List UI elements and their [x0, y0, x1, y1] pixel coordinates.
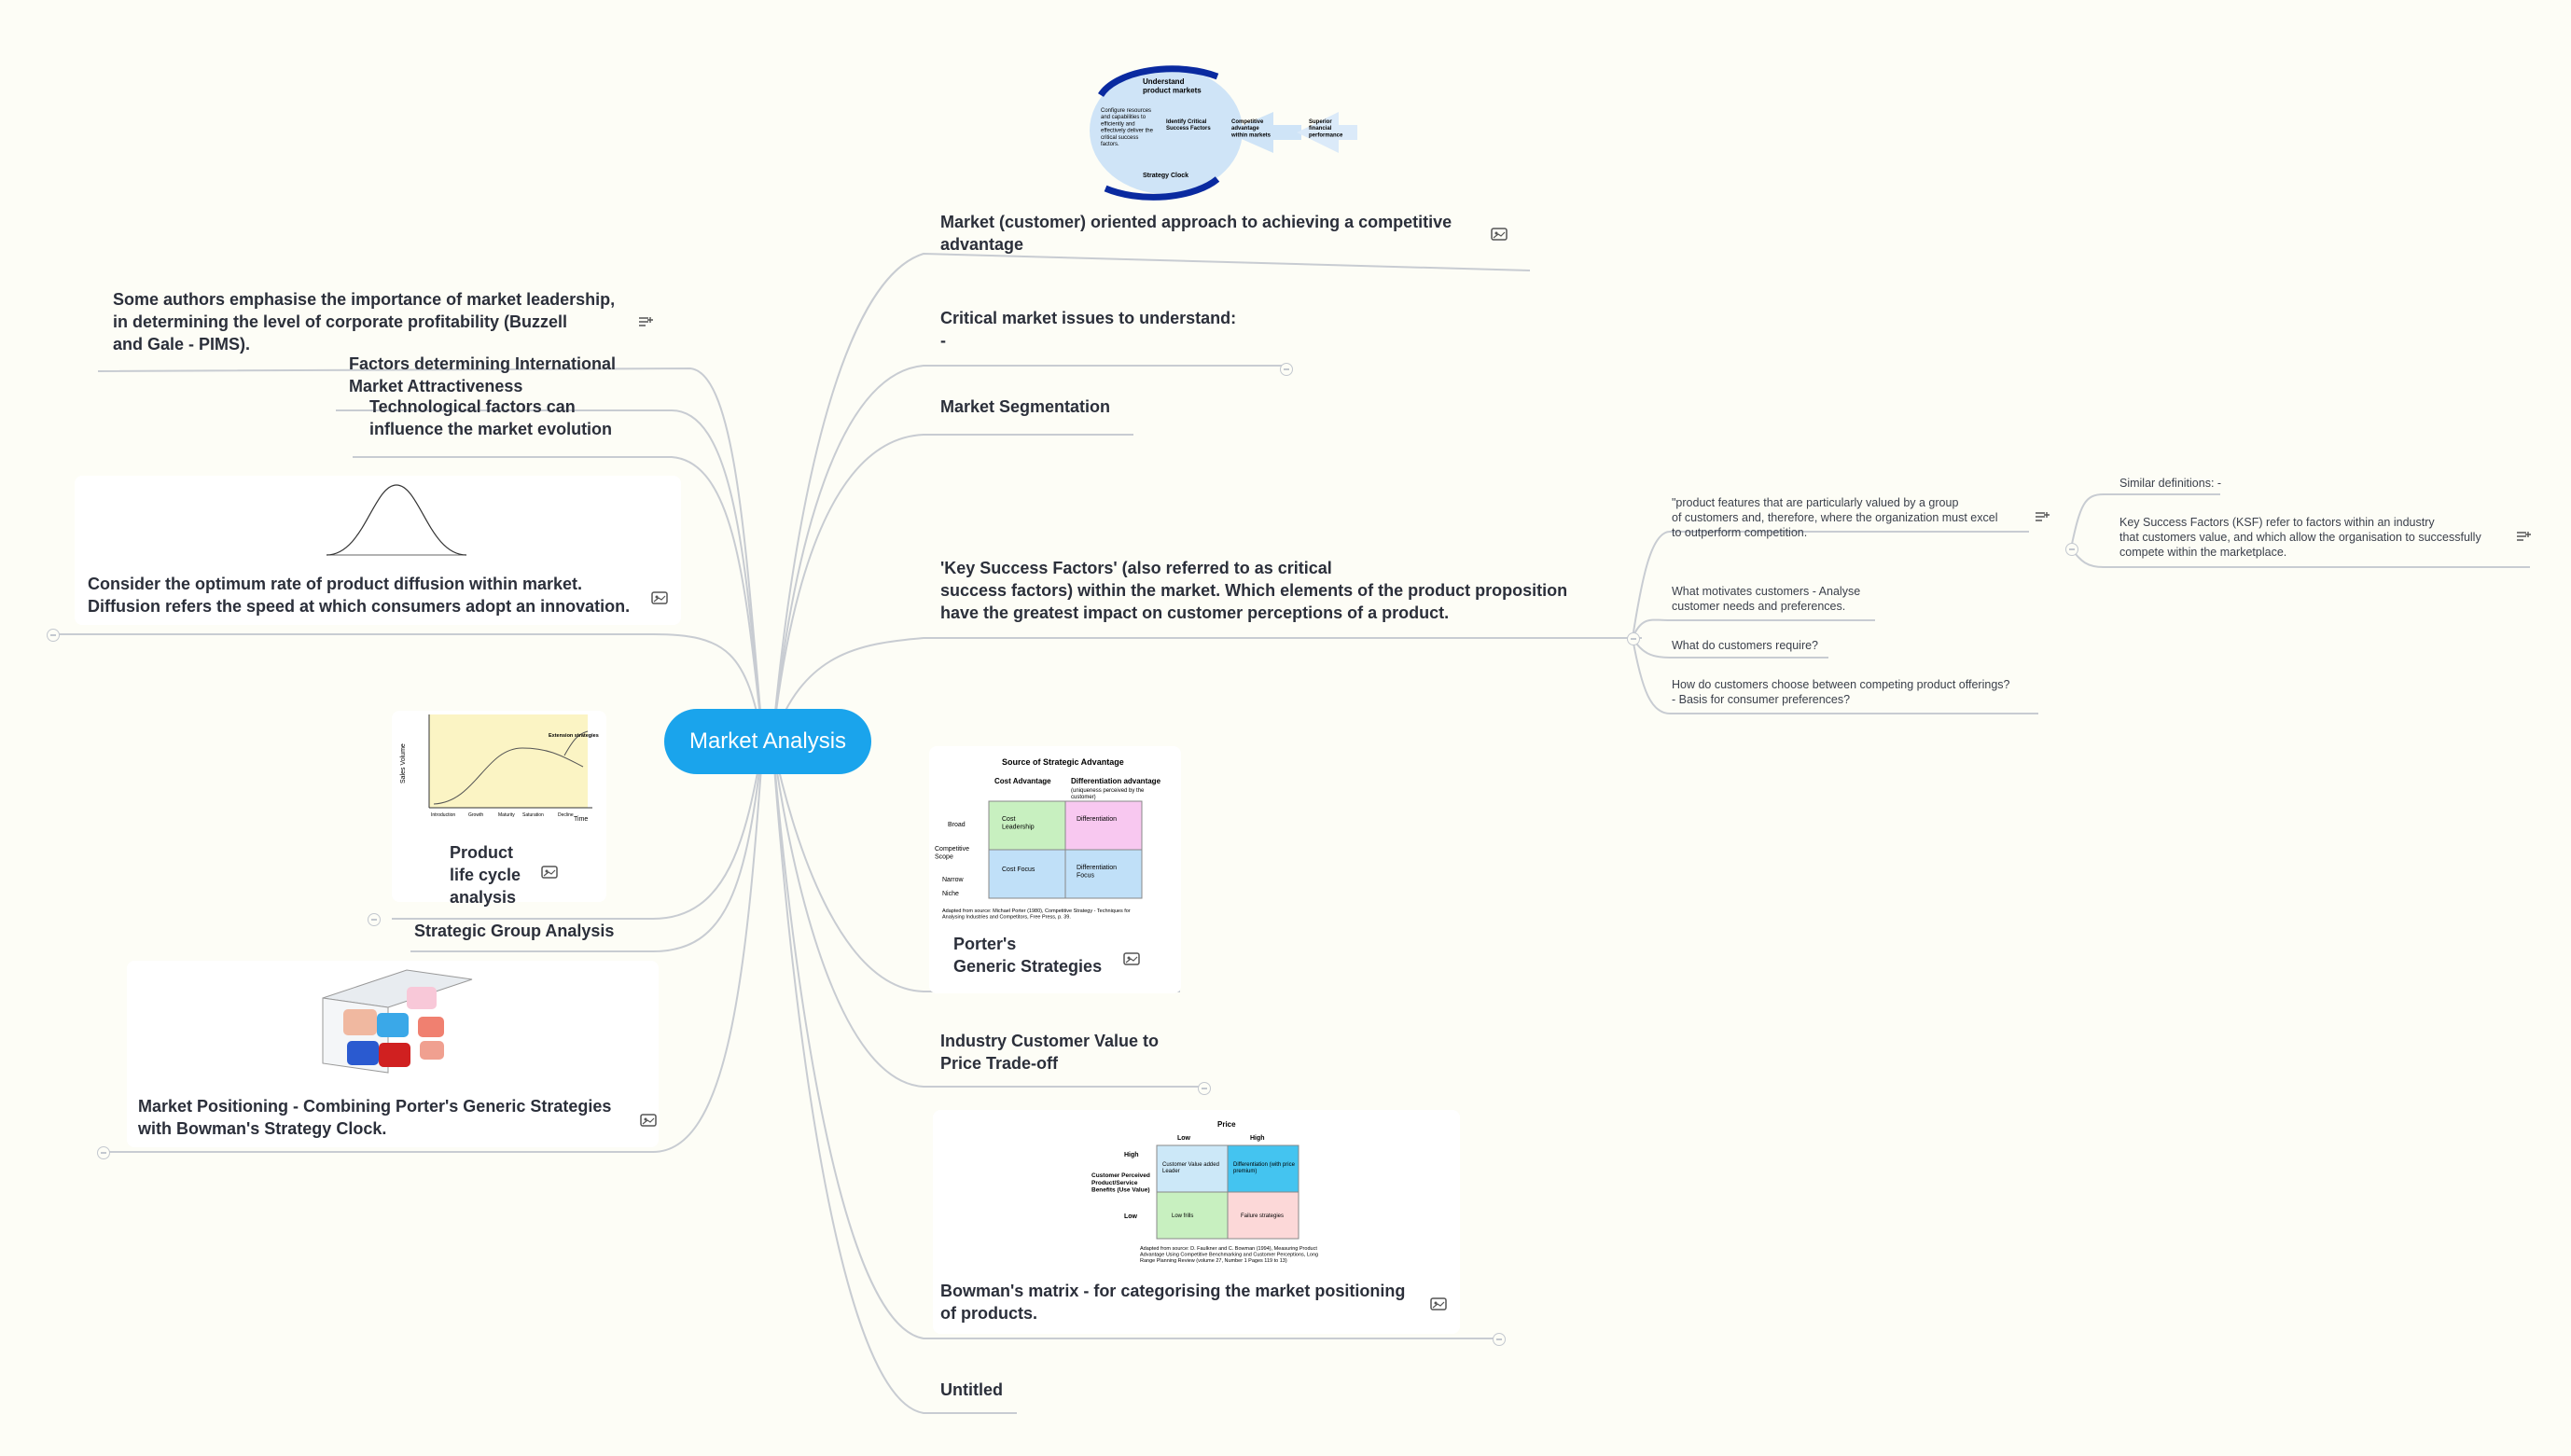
strategic-group-topic[interactable]: Strategic Group Analysis: [414, 922, 615, 940]
plc-xlabel: Time: [574, 816, 588, 823]
bowman-source: Adapted from source: D. Faulkner and C. …: [1140, 1246, 1318, 1264]
plc-image[interactable]: Extension strategies Sales Volume Time I…: [392, 711, 606, 907]
collapse-toggle[interactable]: [47, 629, 60, 642]
market-segmentation-topic[interactable]: Market Segmentation: [940, 397, 1111, 416]
ksf-alt-definition-note[interactable]: Key Success Factors (KSF) refer to facto…: [2119, 516, 2481, 559]
porter-image[interactable]: Source of Strategic Advantage Cost Advan…: [929, 746, 1181, 993]
plc-chart: Extension strategies Sales Volume Time I…: [400, 714, 599, 823]
note-icon[interactable]: [637, 315, 654, 328]
plc-stage-decline: Decline: [558, 812, 574, 818]
porter-differentiation: Differentiation: [1077, 816, 1117, 823]
central-topic-label: Market Analysis: [688, 728, 847, 754]
positioning-image[interactable]: Market Positioning - Combining Porter's …: [127, 961, 659, 1147]
similar-definitions-note[interactable]: Similar definitions: -: [2119, 477, 2222, 490]
image-icon[interactable]: [1491, 228, 1508, 241]
porter-topic[interactable]: Porter's Generic Strategies: [953, 935, 1103, 976]
plc-stage-growth: Growth: [468, 812, 483, 818]
untitled-topic[interactable]: Untitled: [940, 1380, 1003, 1399]
central-topic[interactable]: Market Analysis: [664, 709, 871, 774]
industry-value-topic[interactable]: Industry Customer Value to Price Trade-o…: [940, 1032, 1160, 1073]
critical-issues-topic[interactable]: Critical market issues to understand: -: [940, 309, 1237, 350]
ksf-require-note[interactable]: What do customers require?: [1672, 639, 1819, 652]
plc-stage-maturity: Maturity: [498, 812, 515, 818]
image-icon[interactable]: [541, 866, 558, 879]
diffusion-curve: [326, 484, 467, 556]
collapse-toggle[interactable]: [1493, 1333, 1506, 1346]
ksf-choose-note[interactable]: How do customers choose between competin…: [1672, 678, 2010, 706]
bowman-q3: Low frills: [1172, 1213, 1193, 1219]
image-icon[interactable]: [651, 591, 668, 604]
collapse-toggle[interactable]: [1627, 632, 1640, 645]
market-leadership-topic[interactable]: Some authors emphasise the importance of…: [113, 290, 616, 354]
technological-factors-topic[interactable]: Technological factors can influence the …: [369, 397, 613, 438]
plc-extension: Extension strategies: [549, 733, 599, 739]
porter-cost-advantage: Cost Advantage: [994, 777, 1051, 785]
collapse-toggle[interactable]: [368, 913, 381, 926]
positioning-cube: [322, 969, 473, 1074]
porter-title: Source of Strategic Advantage: [1002, 757, 1124, 767]
note-icon[interactable]: [2034, 510, 2050, 523]
bowman-low-col: Low: [1177, 1135, 1191, 1142]
bowman-price: Price: [1217, 1120, 1236, 1129]
bowman-high-col: High: [1250, 1135, 1265, 1142]
porter-narrow: Narrow: [942, 877, 965, 883]
note-icon[interactable]: [2515, 530, 2532, 543]
bowman-topic[interactable]: Bowman's matrix - for categorising the m…: [940, 1282, 1406, 1323]
bowman-high-row: High: [1124, 1152, 1139, 1158]
collapse-toggle[interactable]: [2065, 543, 2078, 556]
competitive-advantage-topic[interactable]: Market (customer) oriented approach to a…: [940, 213, 1452, 254]
market-positioning-topic[interactable]: Market Positioning - Combining Porter's …: [138, 1097, 612, 1138]
collapse-toggle[interactable]: [1280, 363, 1293, 376]
bowman-low-row: Low: [1124, 1213, 1138, 1220]
porter-broad: Broad: [948, 822, 966, 828]
porter-source: Adapted from source: Michael Porter (198…: [942, 908, 1131, 921]
ksf-definition-note[interactable]: "product features that are particularly …: [1672, 496, 1998, 539]
plc-ylabel: Sales Volume: [400, 743, 407, 783]
key-success-factors-topic[interactable]: 'Key Success Factors' (also referred to …: [940, 559, 1568, 622]
porter-niche: Niche: [942, 891, 959, 897]
porter-matrix: Source of Strategic Advantage Cost Advan…: [935, 757, 1161, 921]
image-icon[interactable]: [640, 1114, 657, 1127]
porter-diff-advantage: Differentiation advantage: [1071, 777, 1161, 785]
ksf-motivates-note[interactable]: What motivates customers - Analyse custo…: [1672, 585, 1861, 613]
strategy-clock-text: Strategy Clock: [1143, 173, 1188, 179]
diffusion-image[interactable]: Consider the optimum rate of product dif…: [75, 476, 681, 625]
plc-stage-saturation: Saturation: [522, 812, 544, 818]
collapse-toggle[interactable]: [1198, 1082, 1211, 1095]
diffusion-topic[interactable]: Consider the optimum rate of product dif…: [88, 575, 631, 616]
image-icon[interactable]: [1430, 1297, 1447, 1310]
international-attractiveness-topic[interactable]: Factors determining International Market…: [349, 354, 617, 395]
plc-topic[interactable]: Product life cycle analysis: [450, 843, 521, 907]
plc-stage-introduction: Introduction: [431, 812, 455, 818]
porter-cost-focus: Cost Focus: [1002, 867, 1035, 873]
bowman-image[interactable]: Price Low High High Low Customer Perceiv…: [933, 1110, 1460, 1334]
bowman-q4: Failure strategies: [1241, 1213, 1284, 1219]
bowman-matrix: Price Low High High Low Customer Perceiv…: [1091, 1120, 1318, 1264]
image-icon[interactable]: [1123, 952, 1140, 965]
collapse-toggle[interactable]: [97, 1146, 110, 1159]
